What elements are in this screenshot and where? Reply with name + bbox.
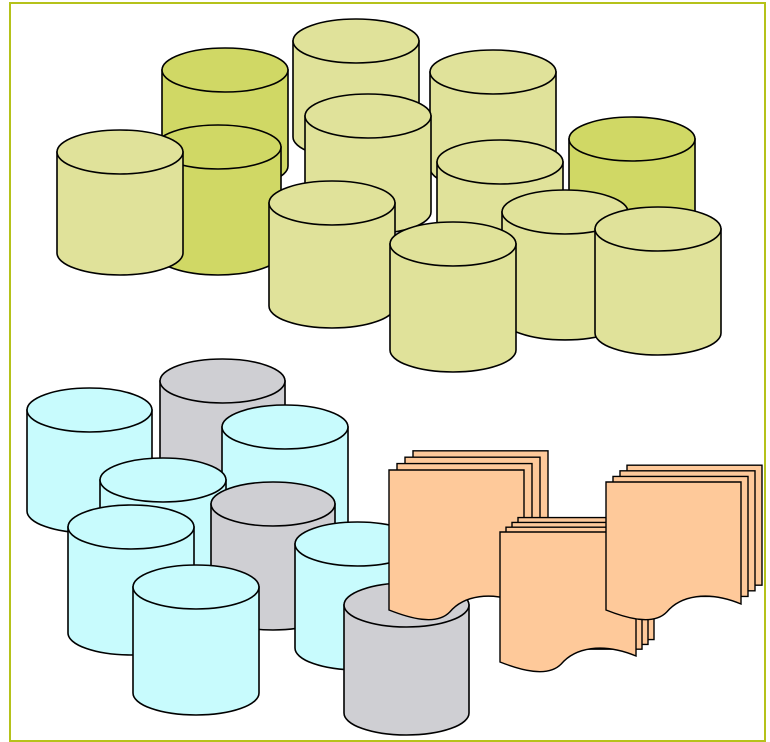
document-stack [605, 464, 763, 621]
database-cylinder-cyan [132, 564, 260, 716]
diagram-border [9, 2, 766, 742]
database-cylinder-olive [154, 124, 282, 276]
database-cylinder-olive [56, 129, 184, 276]
olive-database-cluster [56, 18, 722, 373]
document-stacks [388, 450, 763, 673]
database-cylinder-olive [594, 206, 722, 356]
database-cylinder-olive [389, 221, 517, 373]
database-cylinder-olive [268, 180, 396, 329]
